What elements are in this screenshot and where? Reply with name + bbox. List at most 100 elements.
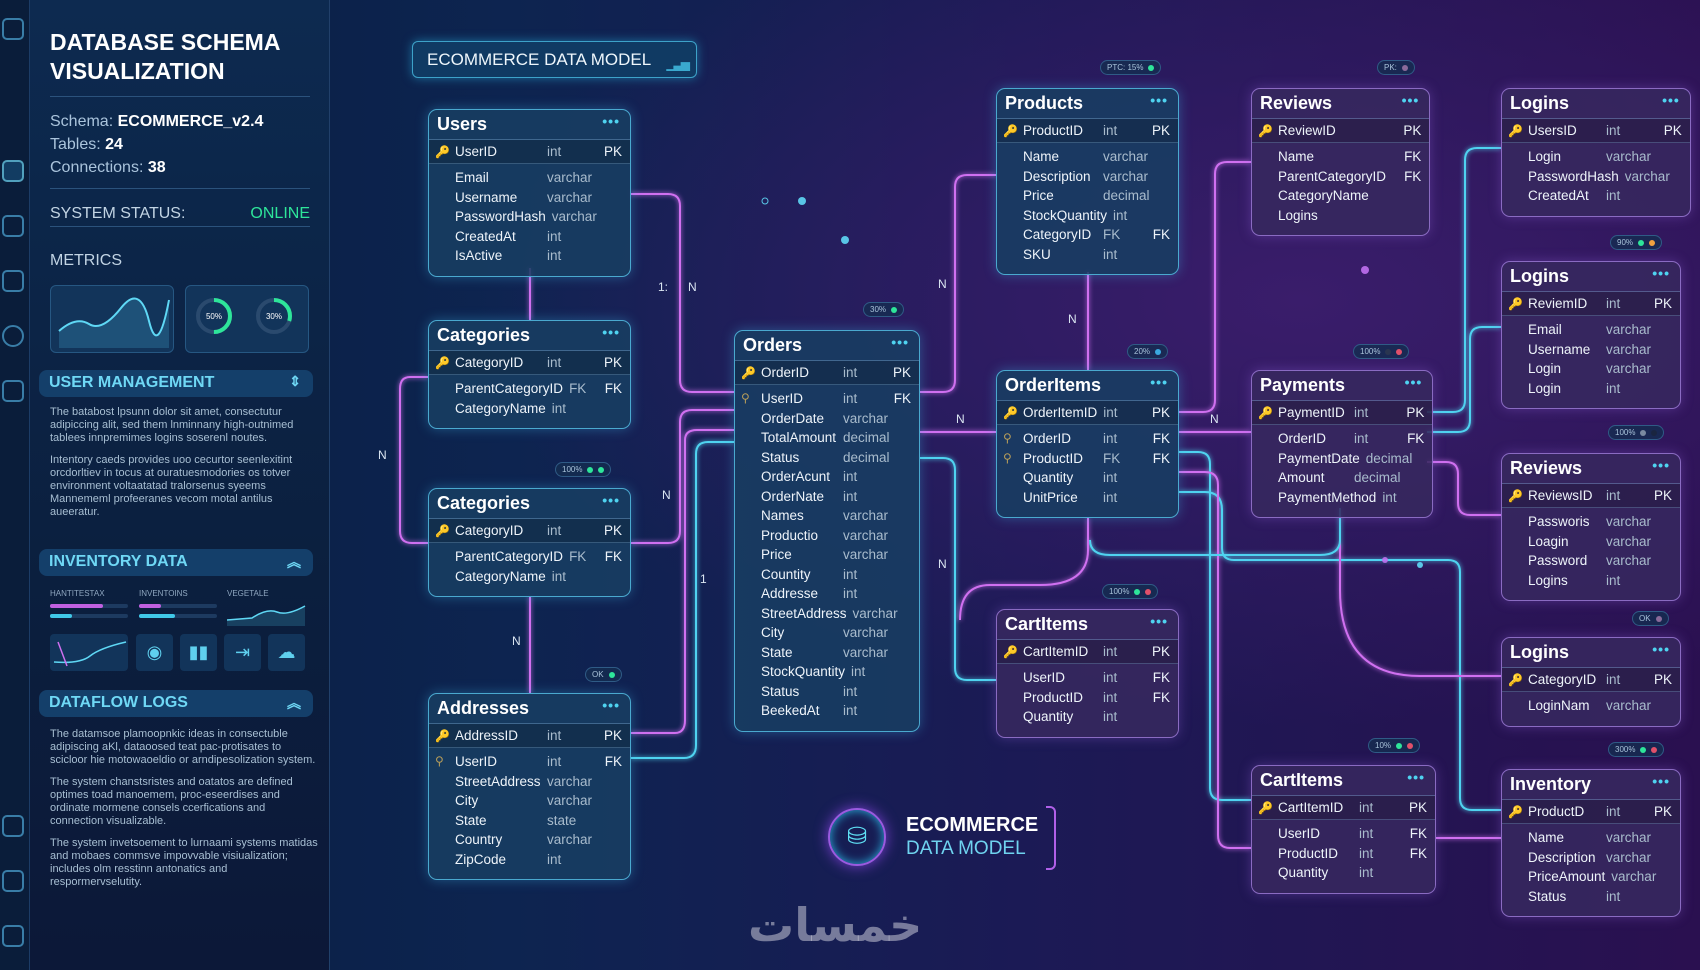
user-circle-icon[interactable]: ◉ [136,634,173,671]
more-options-icon[interactable]: ••• [602,113,620,129]
section-user-management[interactable]: USER MANAGEMENT⇕ [39,370,313,397]
bar-chart-icon[interactable]: ▮▮ [180,634,217,671]
table-header[interactable]: OrderItems••• [997,371,1178,401]
table-header[interactable]: Orders••• [735,331,919,361]
more-options-icon[interactable]: ••• [1150,613,1168,629]
table-header[interactable]: Products••• [997,89,1178,119]
table-header[interactable]: Users••• [429,110,630,140]
more-options-icon[interactable]: ••• [1652,265,1670,281]
gear-icon[interactable] [2,380,24,402]
settings-icon[interactable] [2,870,24,892]
table-header[interactable]: Reviews••• [1252,89,1430,119]
more-options-icon[interactable]: ••• [1150,92,1168,108]
table-header[interactable]: Logins••• [1502,262,1680,292]
more-options-icon[interactable]: ••• [1150,374,1168,390]
user-icon[interactable] [2,215,24,237]
table-header[interactable]: Addresses••• [429,694,630,724]
circle-icon[interactable] [2,325,24,347]
table-header[interactable]: CartItems••• [1252,766,1435,796]
table-header[interactable]: CartItems••• [997,610,1178,640]
table-header[interactable]: Categories••• [429,489,630,519]
calendar-icon[interactable] [2,815,24,837]
more-options-icon[interactable]: ••• [1652,641,1670,657]
export-icon[interactable]: ⇥ [224,634,261,671]
table-row[interactable]: CategoryName [1252,186,1429,206]
database-active-icon[interactable] [2,160,24,182]
table-header[interactable]: Reviews••• [1502,454,1680,484]
more-options-icon[interactable]: ••• [602,324,620,340]
section-dataflow-logs[interactable]: DATAFLOW LOGS︽ [39,690,313,717]
